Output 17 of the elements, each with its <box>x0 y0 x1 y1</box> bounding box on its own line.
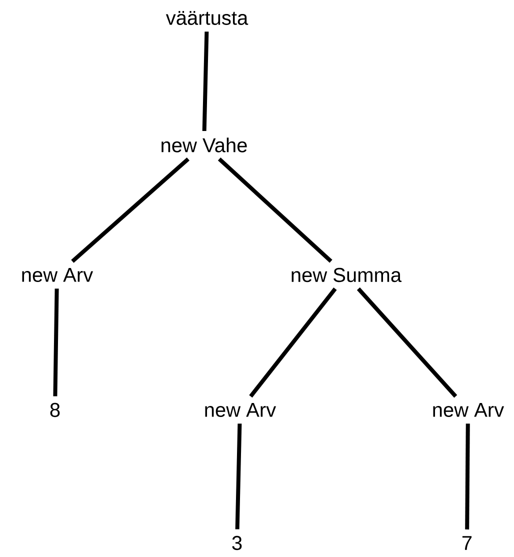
tree-branch <box>53 288 59 396</box>
tree-node-label: new Vahe <box>162 138 247 152</box>
tree-node-label: 7 <box>462 536 472 550</box>
tree-branch <box>249 288 337 398</box>
tree-branch <box>356 287 458 398</box>
tree-branch <box>218 158 332 263</box>
tree-branch <box>465 424 470 530</box>
tree-node-label: new Arv <box>205 403 276 417</box>
tree-branch <box>235 424 242 530</box>
tree-node-label: new Arv <box>433 403 504 417</box>
tree-node-label: new Arv <box>22 268 94 282</box>
tree-node-label: 3 <box>232 536 242 550</box>
tree-branch <box>71 158 190 263</box>
tree-node-label: new Summa <box>292 268 402 282</box>
tree-branch <box>202 32 209 132</box>
tree-node-label: väärtusta <box>166 11 248 25</box>
tree-node-label: 8 <box>50 402 60 418</box>
